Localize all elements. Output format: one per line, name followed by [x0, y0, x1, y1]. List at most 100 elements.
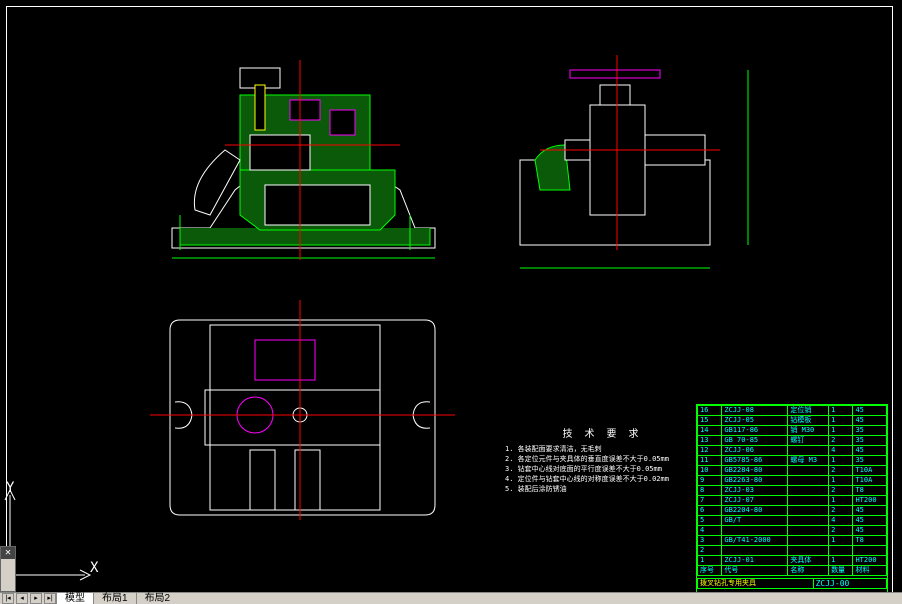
bom-cell: 1 — [828, 415, 854, 426]
tab-layout1[interactable]: 布局1 — [93, 593, 136, 604]
front-section-view — [171, 60, 436, 260]
bom-cell: GB2284-80 — [721, 465, 789, 476]
last-tab-icon[interactable]: ▸| — [44, 593, 56, 604]
bom-cell: 2 — [696, 545, 723, 556]
bom-cell: 4 — [828, 445, 854, 456]
y-axis-label: Y — [6, 480, 15, 496]
bom-cell: 1 — [696, 555, 723, 566]
bom-cell: GB117-86 — [721, 425, 789, 436]
bom-cell: 螺钉 — [787, 435, 830, 446]
bom-cell — [787, 515, 830, 526]
bom-cell: 2 — [828, 485, 854, 496]
bom-cell: 1 — [828, 455, 854, 466]
bom-cell: 名称 — [787, 565, 830, 576]
next-tab-icon[interactable]: ▸ — [30, 593, 42, 604]
bom-cell: 45 — [852, 515, 887, 526]
technical-requirements: 技 术 要 求 1. 各装配面要求清洁，无毛刺 2. 各定位元件与夹具体的垂直度… — [505, 430, 669, 494]
first-tab-icon[interactable]: |◂ — [2, 593, 14, 604]
layout-tab-bar: |◂ ◂ ▸ ▸| 模型 布局1 布局2 — [0, 592, 902, 604]
bom-cell: GB/T — [721, 515, 789, 526]
bom-cell: 夹具体 — [787, 555, 830, 566]
bom-cell: GB2263-80 — [721, 475, 789, 486]
bom-cell: 35 — [852, 455, 887, 466]
bom-cell: 5 — [696, 515, 723, 526]
bom-cell: 45 — [852, 405, 887, 416]
bom-cell: HT200 — [852, 495, 887, 506]
bom-cell: GB2204-80 — [721, 505, 789, 516]
bom-cell: 2 — [828, 465, 854, 476]
bom-cell: 10 — [696, 465, 723, 476]
bom-cell: 7 — [696, 495, 723, 506]
bom-cell: 35 — [852, 425, 887, 436]
tab-layout2[interactable]: 布局2 — [135, 593, 179, 604]
bom-cell: HT200 — [852, 555, 887, 566]
bom-cell: 材料 — [852, 565, 887, 576]
bom-cell: ZCJJ-08 — [721, 405, 789, 416]
bom-cell: ZCJJ-05 — [721, 415, 789, 426]
tech-item: 5. 装配后涂防锈油 — [505, 485, 567, 493]
bom-cell: 2 — [828, 525, 854, 536]
top-view — [150, 300, 455, 520]
bom-cell: 1 — [828, 535, 854, 546]
bom-cell: 45 — [852, 445, 887, 456]
bom-cell: 45 — [852, 525, 887, 536]
bom-cell: 1 — [828, 405, 854, 416]
bom-cell: ZCJJ-06 — [721, 445, 789, 456]
tech-item: 2. 各定位元件与夹具体的垂直度误差不大于0.05mm — [505, 455, 669, 463]
bom-cell: 8 — [696, 485, 723, 496]
bom-cell: 4 — [696, 525, 723, 536]
bom-cell: 定位销 — [787, 405, 830, 416]
bom-cell — [852, 545, 887, 556]
bom-cell: T8 — [852, 485, 887, 496]
bom-cell: 代号 — [721, 565, 789, 576]
part-name: 拨叉钻孔专用夹具 — [697, 578, 814, 589]
bom-cell — [787, 545, 830, 556]
bom-cell: 1 — [828, 425, 854, 436]
command-panel[interactable]: ✕ — [0, 546, 16, 592]
close-icon[interactable]: ✕ — [1, 547, 15, 559]
bom-cell: 11 — [696, 455, 723, 466]
bom-cell — [787, 495, 830, 506]
bom-cell: 1 — [828, 475, 854, 486]
bom-cell: 1 — [828, 495, 854, 506]
bom-cell — [787, 445, 830, 456]
bom-cell: GB 70-85 — [721, 435, 789, 446]
bom-cell: 2 — [828, 505, 854, 516]
bom-cell: 13 — [696, 435, 723, 446]
prev-tab-icon[interactable]: ◂ — [16, 593, 28, 604]
bom-cell: 16 — [696, 405, 723, 416]
bom-cell — [787, 465, 830, 476]
bom-cell: 9 — [696, 475, 723, 486]
bom-cell: 2 — [828, 435, 854, 446]
bom-cell — [787, 485, 830, 496]
bom-cell: 45 — [852, 415, 887, 426]
tech-title: 技 术 要 求 — [562, 429, 642, 440]
bom-cell: 销 M30 — [787, 425, 830, 436]
bom-cell: 3 — [696, 535, 723, 546]
tech-item: 1. 各装配面要求清洁，无毛刺 — [505, 445, 602, 453]
bom-cell — [787, 475, 830, 486]
bom-cell: 15 — [696, 415, 723, 426]
bom-cell: 6 — [696, 505, 723, 516]
bom-cell: 12 — [696, 445, 723, 456]
tech-item: 3. 钻套中心线对底面的平行度误差不大于0.05mm — [505, 465, 662, 473]
bom-cell — [721, 545, 789, 556]
bom-cell: 4 — [828, 515, 854, 526]
bom-cell: ZCJJ-07 — [721, 495, 789, 506]
tab-model[interactable]: 模型 — [56, 593, 93, 604]
